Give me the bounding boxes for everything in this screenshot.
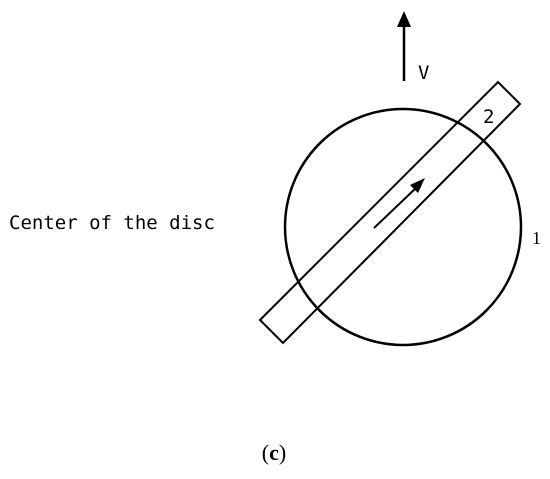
- disc-label: 1: [532, 228, 541, 248]
- caption-open-paren: (: [262, 440, 269, 465]
- velocity-arrowhead: [397, 11, 411, 27]
- tube-label: 2: [483, 106, 494, 128]
- flow-arrowhead: [410, 178, 425, 193]
- caption-close-paren: ): [279, 440, 286, 465]
- flow-arrow-shaft: [373, 186, 418, 229]
- velocity-label: V: [418, 62, 429, 84]
- figure-caption: (c): [262, 440, 286, 465]
- tube-rectangle: [258, 80, 522, 345]
- center-of-disc-label: Center of the disc: [9, 212, 215, 234]
- caption-letter: c: [269, 440, 279, 465]
- disc-circle: [283, 107, 523, 347]
